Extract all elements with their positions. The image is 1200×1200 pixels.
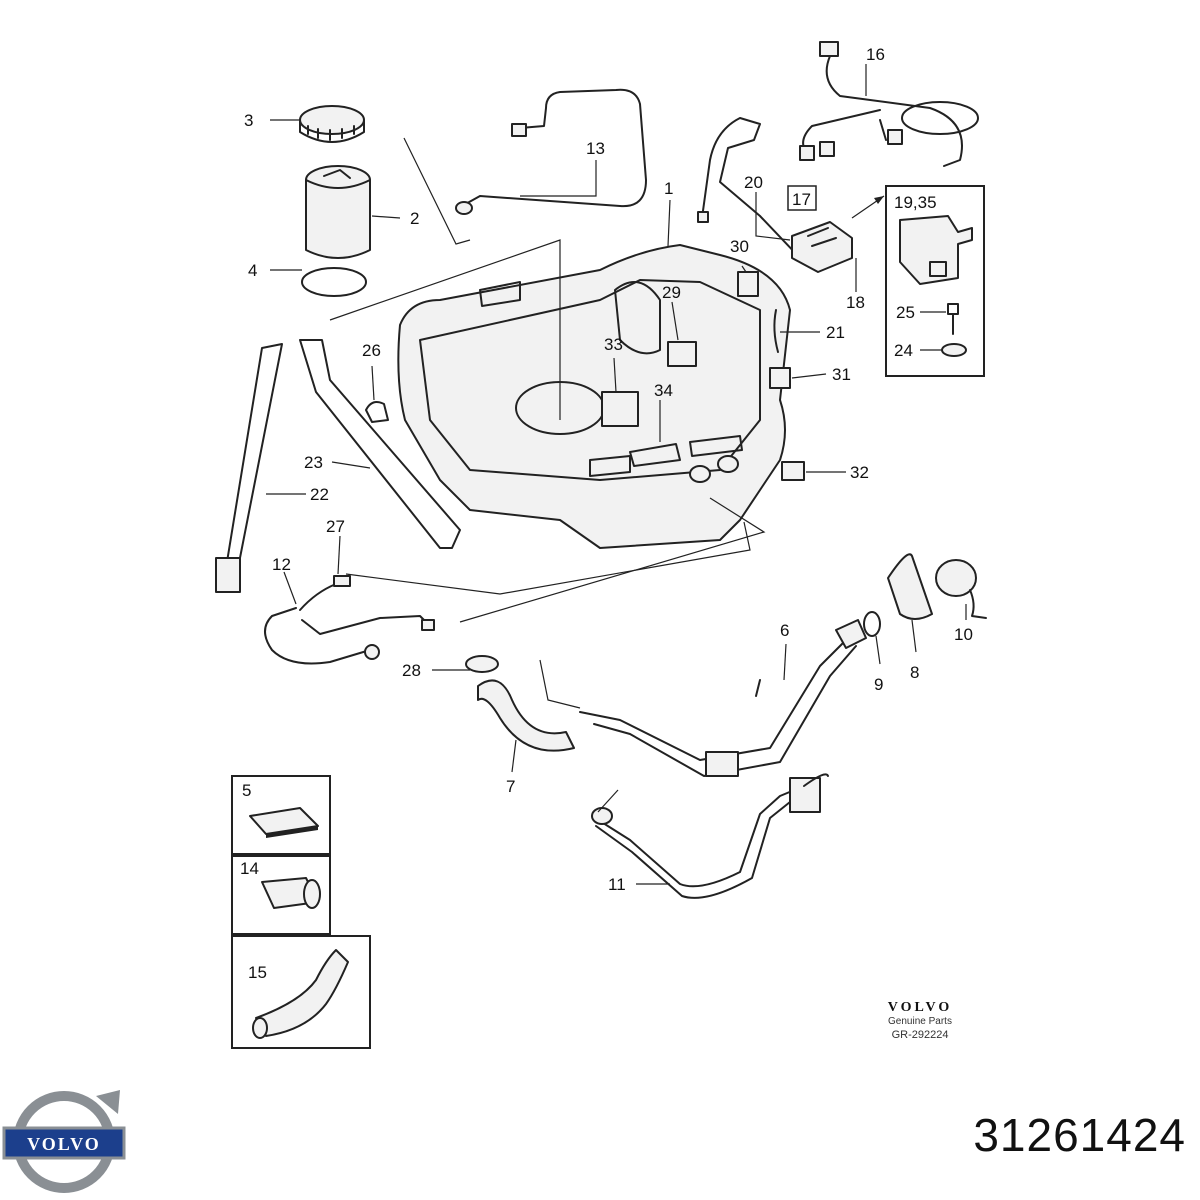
- callout-10: 10: [954, 625, 973, 644]
- callout-32: 32: [850, 463, 869, 482]
- leader-lines: [266, 64, 967, 885]
- callout-27: 27: [326, 517, 345, 536]
- volvo-logo: VOLVO: [2, 1090, 126, 1193]
- filler-hose-7-part: [465, 655, 575, 752]
- genuine-parts-block: VOLVO Genuine Parts GR-292224: [860, 1000, 980, 1041]
- callout-20: 20: [744, 173, 763, 192]
- callout-2: 2: [410, 209, 419, 228]
- callout-21: 21: [826, 323, 845, 342]
- callout-26: 26: [362, 341, 381, 360]
- logo-wordmark: VOLVO: [27, 1134, 101, 1154]
- callout-15: 15: [248, 963, 267, 982]
- callout-8: 8: [910, 663, 919, 682]
- callout-1: 1: [664, 179, 673, 198]
- fuel-cap-10-part: [935, 559, 987, 619]
- filler-funnel-8-part: [887, 553, 933, 620]
- brand-subtitle: Genuine Parts: [888, 1016, 952, 1027]
- callout-7: 7: [506, 777, 515, 796]
- valve-18-part: [791, 221, 853, 273]
- callout-labels: 1 2 3 4 5 6 7 8 9 10 11 12 13 14 15 16 1…: [240, 45, 973, 982]
- callout-29: 29: [662, 283, 681, 302]
- pipe-11-part: [591, 773, 829, 899]
- callout-19-35: 19,35: [894, 193, 937, 212]
- callout-16: 16: [866, 45, 885, 64]
- part-number: 31261424: [973, 1109, 1186, 1161]
- callout-5: 5: [242, 781, 251, 800]
- brand-wordmark: VOLVO: [887, 1000, 953, 1015]
- vent-hose-13-part: [455, 88, 647, 215]
- callout-30: 30: [730, 237, 749, 256]
- pad-30-part: [737, 271, 759, 297]
- rubber-strip-21-part: [773, 309, 779, 353]
- callout-25: 25: [896, 303, 915, 322]
- callout-9: 9: [874, 675, 883, 694]
- callout-4: 4: [248, 261, 257, 280]
- inset-box-15: [231, 935, 371, 1049]
- bracket-detail-box: [885, 185, 985, 377]
- callout-22: 22: [310, 485, 329, 504]
- fuel-pump-part: [305, 165, 371, 259]
- callout-box-17: [787, 185, 817, 211]
- wiring-harness-16-part: [799, 41, 979, 167]
- pipe-20-part: [697, 117, 801, 259]
- tank-strap-right-part: [299, 339, 461, 549]
- callout-3: 3: [244, 111, 253, 130]
- callout-12: 12: [272, 555, 291, 574]
- callout-34: 34: [654, 381, 673, 400]
- inset-box-5: [231, 775, 331, 855]
- diagram-code: GR-292224: [891, 1029, 949, 1041]
- callout-14: 14: [240, 859, 259, 878]
- callout-11: 11: [608, 875, 626, 894]
- callout-31: 31: [832, 365, 851, 384]
- clip-26-part: [365, 401, 389, 423]
- callout-17: 17: [792, 190, 811, 209]
- callout-23: 23: [304, 453, 323, 472]
- pump-seal-part: [301, 267, 367, 297]
- callout-33: 33: [604, 335, 623, 354]
- inset-box-14: [231, 855, 331, 935]
- callout-28: 28: [402, 661, 421, 680]
- filler-pipe-6-part: [579, 619, 867, 777]
- o-ring-9-part: [863, 611, 881, 637]
- callout-24: 24: [894, 341, 913, 360]
- tank-strap-left-part: [215, 343, 283, 593]
- fuel-tank-part: [397, 244, 791, 549]
- callout-13: 13: [586, 139, 605, 158]
- pad-31-part: [769, 367, 791, 389]
- callout-18: 18: [846, 293, 865, 312]
- lock-ring-part: [299, 105, 365, 143]
- pad-32-part: [781, 461, 805, 481]
- callout-6: 6: [780, 621, 789, 640]
- hose-12-part: [264, 575, 435, 665]
